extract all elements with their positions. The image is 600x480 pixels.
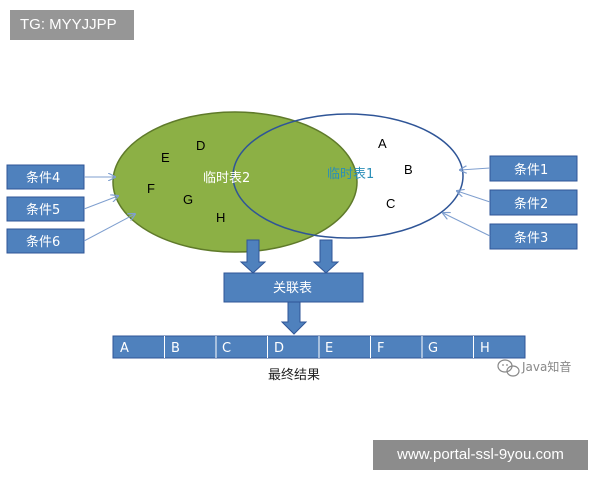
letter-c: C xyxy=(386,196,395,211)
block-arrow-result xyxy=(280,301,308,335)
letter-g: G xyxy=(183,192,193,207)
condition-1-label: 条件1 xyxy=(514,162,548,178)
condition-box-3: 条件3 xyxy=(489,223,578,250)
join-table-box: 关联表 xyxy=(223,272,364,303)
temp-table-1-label: 临时表1 xyxy=(327,167,374,182)
letter-h: H xyxy=(216,210,225,225)
result-cell-h: H xyxy=(480,341,490,356)
wechat-label: Java知音 xyxy=(521,359,571,374)
result-cell-e: E xyxy=(325,341,333,356)
letter-a: A xyxy=(378,136,387,151)
temp-table-1-ellipse xyxy=(232,113,464,239)
watermark: www.portal-ssl-9you.com xyxy=(373,440,588,470)
arrow-condition-2 xyxy=(457,191,491,203)
result-cell-a: A xyxy=(120,341,129,356)
block-arrow-right xyxy=(312,239,340,274)
result-cell-g: G xyxy=(428,341,438,356)
result-label: 最终结果 xyxy=(268,367,320,383)
result-cell-c: C xyxy=(222,341,231,356)
condition-box-2: 条件2 xyxy=(489,189,578,216)
condition-5-label: 条件5 xyxy=(26,202,60,218)
condition-box-6: 条件6 xyxy=(6,228,85,254)
condition-box-4: 条件4 xyxy=(6,164,85,190)
header-tag: TG: MYYJJPP xyxy=(10,10,134,40)
wechat-icon xyxy=(497,359,520,377)
result-cell-b: B xyxy=(171,341,180,356)
block-arrow-left xyxy=(239,239,267,274)
condition-box-1: 条件1 xyxy=(489,155,578,182)
temp-table-2-ellipse xyxy=(112,111,358,253)
letter-e: E xyxy=(161,150,170,165)
arrow-condition-5 xyxy=(83,196,118,210)
condition-3-label: 条件3 xyxy=(514,230,548,246)
result-cell-f: F xyxy=(377,341,384,356)
arrow-condition-1 xyxy=(460,168,491,170)
join-table-label: 关联表 xyxy=(273,281,312,296)
result-row: A B C D E F G H xyxy=(112,335,526,359)
condition-box-5: 条件5 xyxy=(6,196,85,222)
letter-d: D xyxy=(196,138,205,153)
temp-table-2-label: 临时表2 xyxy=(203,171,250,186)
arrow-condition-3 xyxy=(443,213,491,237)
condition-4-label: 条件4 xyxy=(26,170,60,186)
condition-2-label: 条件2 xyxy=(514,196,548,212)
condition-6-label: 条件6 xyxy=(26,234,60,250)
result-cell-d: D xyxy=(274,341,284,356)
letter-b: B xyxy=(404,162,413,177)
letter-f: F xyxy=(147,181,155,196)
arrow-condition-6 xyxy=(83,214,135,242)
